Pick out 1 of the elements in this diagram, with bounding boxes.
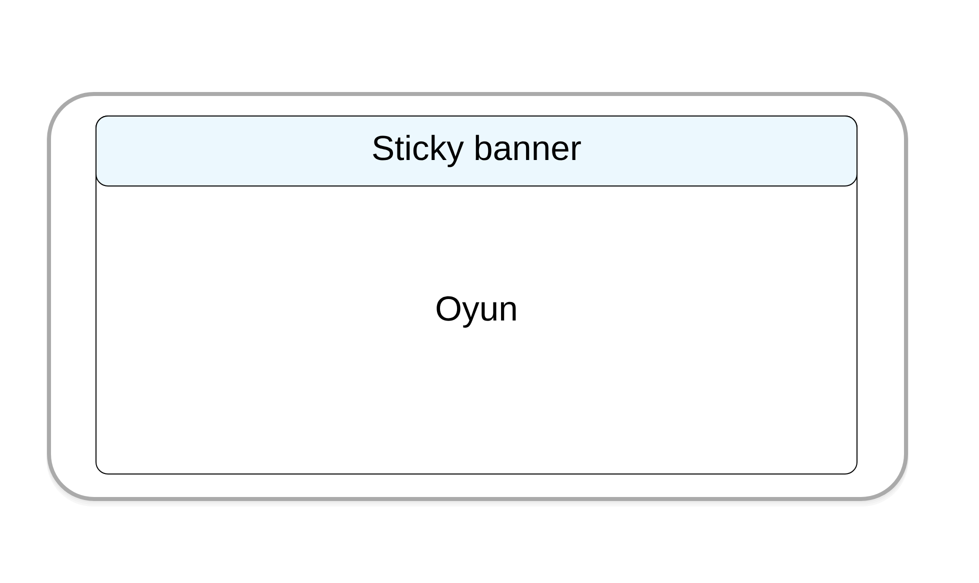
sticky-banner: Sticky banner [96, 116, 858, 186]
